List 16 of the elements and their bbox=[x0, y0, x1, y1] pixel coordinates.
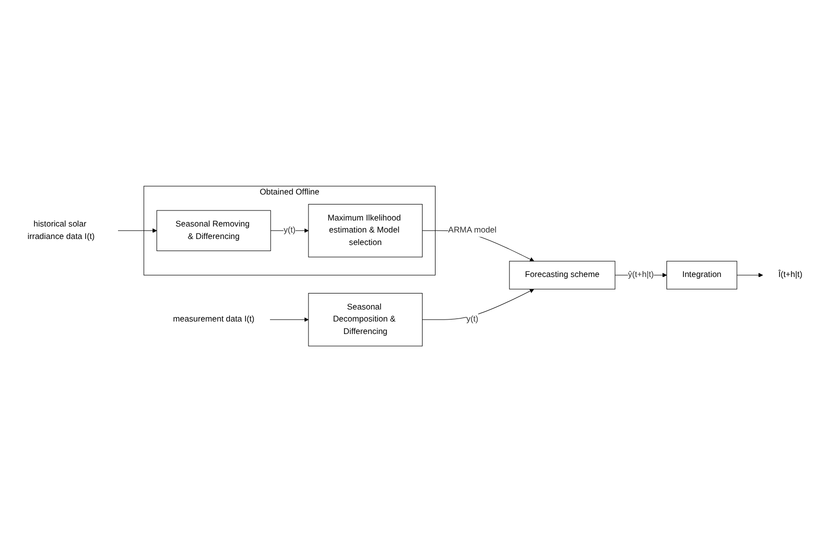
edge-label: ARMA model bbox=[448, 226, 496, 236]
edge-label: ŷ(t+h|t) bbox=[628, 270, 654, 280]
arrow bbox=[422, 289, 534, 320]
node-box: Integration bbox=[666, 261, 738, 290]
node-box: Maximum Ilkelihood estimation & Model selection bbox=[308, 204, 423, 258]
node-text: measurement data I(t) bbox=[172, 315, 254, 324]
arrow bbox=[118, 228, 157, 234]
node-box: Forecasting scheme bbox=[509, 261, 616, 290]
node-box: Seasonal Removing & Differencing bbox=[156, 210, 271, 252]
edge-label: y(t) bbox=[284, 226, 296, 236]
node-text: Î(t+h|t) bbox=[778, 270, 802, 280]
arrow bbox=[736, 273, 763, 278]
node-box: Seasonal Decomposition & Differencing bbox=[308, 293, 423, 347]
node-text: historical solar irradiance data I(t) bbox=[27, 220, 95, 242]
edge-label: y(t) bbox=[466, 315, 478, 324]
arrow bbox=[270, 318, 309, 322]
